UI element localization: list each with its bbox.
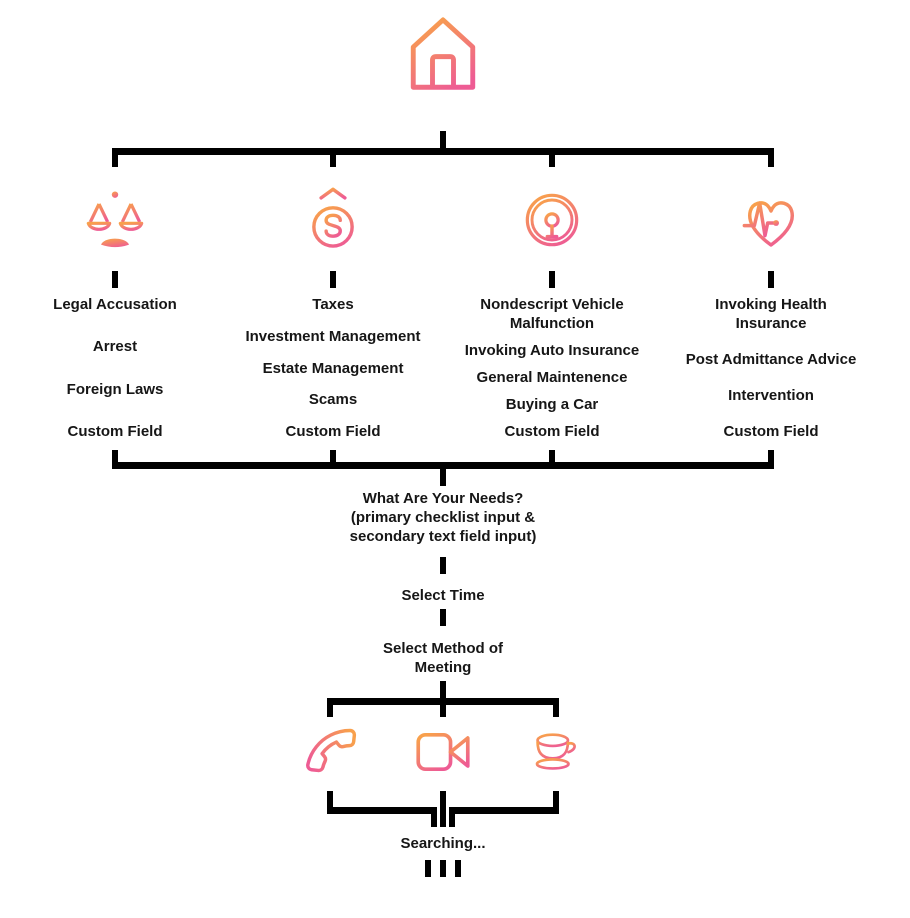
select-time-label: Select Time bbox=[401, 587, 485, 604]
connector-stub bbox=[330, 271, 336, 288]
connector-tick bbox=[549, 450, 555, 462]
connector-stub bbox=[440, 681, 446, 698]
connector-stub bbox=[553, 791, 559, 809]
connector-stub bbox=[440, 557, 446, 574]
connector-stub bbox=[440, 469, 446, 486]
connector-tick bbox=[112, 155, 118, 167]
connector-tick bbox=[330, 155, 336, 167]
connector-tick bbox=[112, 450, 118, 462]
phone-icon bbox=[305, 724, 357, 776]
list-item: Taxes bbox=[312, 296, 354, 313]
connector-tick bbox=[449, 814, 455, 827]
connector-center bbox=[440, 791, 446, 827]
list-item: Estate Management bbox=[262, 359, 404, 377]
searching-label: Searching... bbox=[400, 835, 486, 852]
connector-stub bbox=[112, 271, 118, 288]
connector-tick bbox=[553, 705, 559, 717]
connector-ellipsis-bar bbox=[425, 860, 431, 877]
heart-pulse-icon bbox=[739, 190, 803, 252]
list-item: Custom Field bbox=[723, 423, 819, 440]
connector-ellipsis-bar bbox=[440, 860, 446, 877]
connector-tick bbox=[768, 450, 774, 462]
video-call-icon bbox=[415, 727, 471, 777]
list-item: Investment Management bbox=[245, 327, 421, 345]
finance-category-list: Taxes Investment Management Estate Manag… bbox=[227, 295, 439, 441]
list-item: Foreign Laws bbox=[66, 380, 164, 398]
list-item: Scams bbox=[308, 391, 358, 409]
scales-icon bbox=[83, 188, 147, 252]
coffee-meeting-icon bbox=[528, 726, 582, 776]
connector-merge-right bbox=[449, 807, 559, 814]
connector-tick bbox=[768, 155, 774, 167]
connector-tick bbox=[431, 814, 437, 827]
list-item: Custom Field bbox=[285, 423, 381, 440]
connector-stub bbox=[549, 271, 555, 288]
home-icon bbox=[401, 12, 485, 96]
steering-wheel-icon bbox=[520, 188, 584, 252]
list-item: General Maintenence bbox=[476, 369, 628, 386]
money-icon bbox=[301, 186, 365, 252]
connector-root-stub bbox=[440, 131, 446, 148]
list-item: Invoking Health Insurance bbox=[715, 296, 827, 332]
connector-branch-merge bbox=[112, 462, 774, 469]
connector-tick bbox=[327, 705, 333, 717]
health-category-list: Invoking Health Insurance Post Admittanc… bbox=[665, 295, 877, 441]
connector-tick bbox=[549, 155, 555, 167]
select-method-label: Select Method of Meeting bbox=[382, 640, 503, 676]
list-item: Intervention bbox=[728, 387, 814, 404]
list-item: Arrest bbox=[92, 338, 138, 356]
list-item: Custom Field bbox=[67, 422, 163, 440]
list-item: Post Admittance Advice bbox=[685, 351, 857, 368]
list-item: Invoking Auto Insurance bbox=[464, 342, 640, 359]
list-item: Custom Field bbox=[504, 423, 600, 440]
connector-tick bbox=[440, 705, 446, 717]
connector-stub bbox=[440, 609, 446, 626]
vehicle-category-list: Nondescript Vehicle Malfunction Invoking… bbox=[446, 295, 658, 441]
connector-merge-left bbox=[327, 807, 437, 814]
connector-branch-methods bbox=[327, 698, 559, 705]
connector-stub bbox=[768, 271, 774, 288]
connector-tick bbox=[330, 450, 336, 462]
list-item: Nondescript Vehicle Malfunction bbox=[480, 296, 624, 332]
legal-category-list: Legal Accusation Arrest Foreign Laws Cus… bbox=[9, 295, 221, 441]
connector-ellipsis-bar bbox=[455, 860, 461, 877]
connector-stub bbox=[327, 791, 333, 809]
connector-branch-top bbox=[112, 148, 774, 155]
needs-node-label: What Are Your Needs? (primary checklist … bbox=[349, 490, 537, 545]
list-item: Legal Accusation bbox=[53, 296, 177, 313]
list-item: Buying a Car bbox=[505, 396, 599, 413]
